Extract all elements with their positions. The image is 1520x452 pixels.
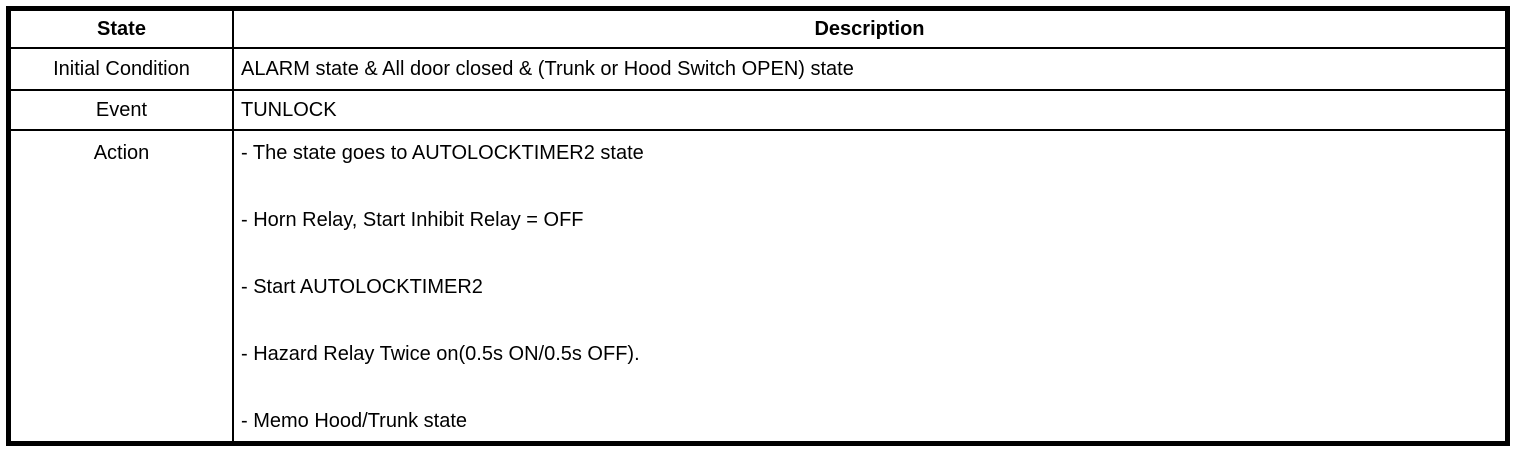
row-value-event: TUNLOCK bbox=[234, 91, 1505, 131]
action-line: - Start AUTOLOCKTIMER2 bbox=[241, 276, 483, 298]
action-line: - The state goes to AUTOLOCKTIMER2 state bbox=[241, 142, 644, 164]
action-line: - Memo Hood/Trunk state bbox=[241, 410, 468, 432]
action-line: - Horn Relay, Start Inhibit Relay = OFF bbox=[241, 209, 584, 231]
row-label-action: Action bbox=[11, 131, 234, 441]
row-label-initial-condition: Initial Condition bbox=[11, 49, 234, 91]
action-line: - Hazard Relay Twice on(0.5s ON/0.5s OFF… bbox=[241, 343, 640, 365]
row-value-action: - The state goes to AUTOLOCKTIMER2 state… bbox=[234, 131, 1505, 441]
row-label-event: Event bbox=[11, 91, 234, 131]
table-header-state: State bbox=[11, 11, 234, 49]
table-header-description: Description bbox=[234, 11, 1505, 49]
row-value-initial-condition: ALARM state & All door closed & (Trunk o… bbox=[234, 49, 1505, 91]
state-description-table: State Description Initial Condition ALAR… bbox=[6, 6, 1510, 446]
